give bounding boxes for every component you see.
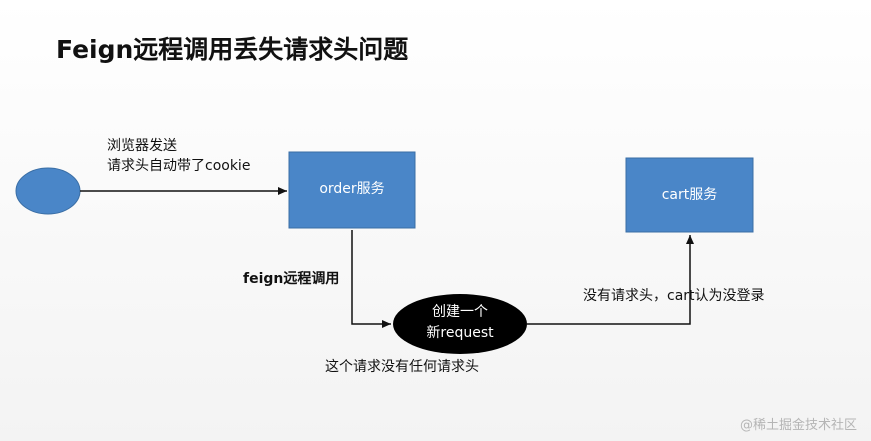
cart-service-label: cart服务 bbox=[661, 187, 718, 203]
new-request-node bbox=[393, 294, 527, 354]
new-request-label-line2: 新request bbox=[426, 325, 494, 341]
cart-service-box bbox=[625, 157, 754, 233]
watermark: @稀土掘金技术社区 bbox=[739, 418, 857, 433]
feign-call-label: feign远程调用 bbox=[243, 271, 340, 287]
arrow-order-to-new-request bbox=[351, 230, 391, 328]
browser-label-line1: 浏览器发送 bbox=[107, 138, 177, 154]
page-title: Feign远程调用丢失请求头问题 bbox=[56, 35, 409, 64]
no-headers-label: 这个请求没有任何请求头 bbox=[325, 359, 479, 375]
no-header-login-label: 没有请求头，cart认为没登录 bbox=[583, 288, 765, 304]
browser-label-line2: 请求头自动带了cookie bbox=[107, 158, 251, 174]
browser-node bbox=[15, 167, 81, 215]
order-service-box bbox=[288, 151, 416, 229]
order-service-label: order服务 bbox=[319, 181, 385, 197]
arrow-new-request-to-cart bbox=[527, 235, 694, 325]
new-request-label-line1: 创建一个 bbox=[432, 304, 488, 320]
